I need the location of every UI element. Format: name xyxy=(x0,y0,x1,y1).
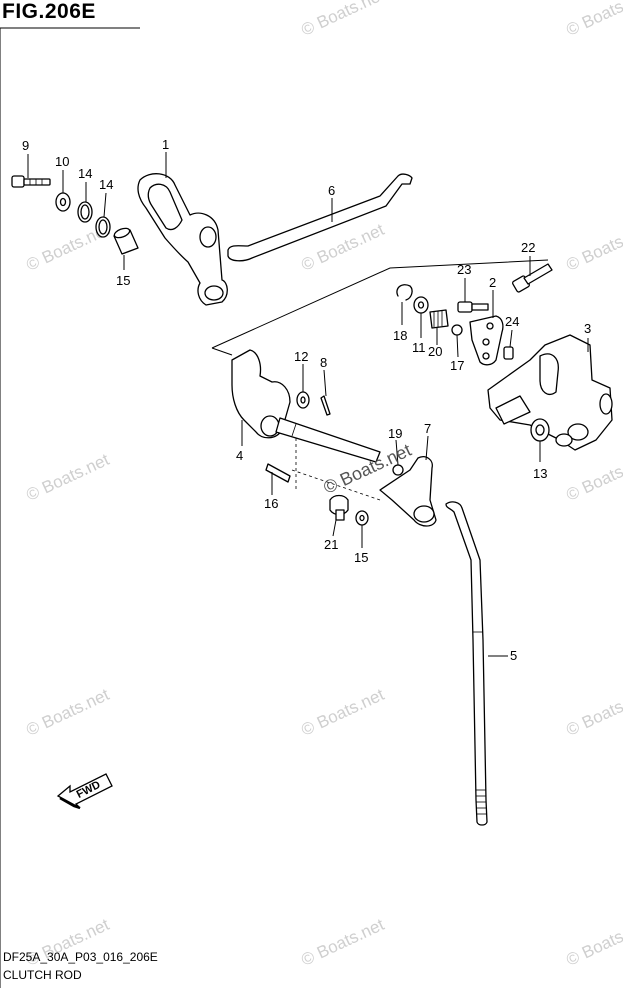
callout-1: 1 xyxy=(162,137,169,152)
callout-layer: 9 10 14 14 15 1 6 22 23 2 3 24 18 11 20 … xyxy=(22,137,591,663)
watermark-text: © Boats.net xyxy=(563,220,623,275)
callout-23: 22 xyxy=(521,240,535,255)
callout-9: 9 xyxy=(22,138,29,153)
part-5-clutch-rod xyxy=(445,501,488,826)
part-15-bushing xyxy=(113,227,139,255)
part-6-rod xyxy=(227,173,413,262)
part-3-housing xyxy=(487,334,613,451)
callout-11: 11 xyxy=(412,340,426,355)
callout-12: 12 xyxy=(294,349,308,364)
watermark-text: © Boats.net xyxy=(298,0,387,40)
part-14-oring-a xyxy=(77,201,93,223)
callout-3: 3 xyxy=(584,321,591,336)
part-14-oring-b xyxy=(95,216,111,238)
figure-code: DF25A_30A_P03_016_206E xyxy=(3,950,158,964)
callout-21: 20 xyxy=(428,344,442,359)
part-16-washer xyxy=(355,510,369,526)
part-1-clutch-lever xyxy=(137,173,228,306)
callout-22: 21 xyxy=(324,537,338,552)
figure-caption: CLUTCH ROD xyxy=(3,968,82,982)
callout-20: 19 xyxy=(388,426,402,441)
callout-10: 10 xyxy=(55,154,69,169)
part-13-washer xyxy=(530,418,550,442)
part-25-pin xyxy=(503,346,514,360)
part-21-spring xyxy=(429,309,449,329)
part-24-bolt xyxy=(457,301,489,313)
callout-14b: 14 xyxy=(99,177,113,192)
callout-7: 7 xyxy=(424,421,431,436)
watermark-text: © Boats.net xyxy=(563,450,623,505)
callout-15: 15 xyxy=(116,273,130,288)
callout-19: 18 xyxy=(393,328,407,343)
assembly-boundary-line xyxy=(211,259,549,349)
callout-5: 5 xyxy=(510,648,517,663)
fwd-arrow-icon: FWD xyxy=(56,773,113,810)
part-19-circlip xyxy=(396,284,413,301)
watermark-text: © Boats.net xyxy=(563,685,623,740)
watermark-text: © Boats.net xyxy=(23,450,112,505)
assembly-boundary-tick xyxy=(211,347,233,356)
part-4-shift-arm xyxy=(231,349,381,463)
callout-13: 13 xyxy=(533,466,547,481)
callout-4: 4 xyxy=(236,448,243,463)
callout-24: 23 xyxy=(457,262,471,277)
watermark-text: © Boats.net xyxy=(298,685,387,740)
watermark-text: © Boats.net xyxy=(563,0,623,40)
part-2-plate xyxy=(469,315,504,366)
callout-25: 24 xyxy=(505,314,519,329)
callout-8: 8 xyxy=(320,355,327,370)
part-8-cotter-pin xyxy=(320,395,331,416)
part-22-screw xyxy=(329,494,349,521)
watermark-text: © Boats.net xyxy=(298,915,387,970)
callout-17: 16 xyxy=(264,496,278,511)
part-9-bolt xyxy=(11,175,51,188)
part-12-washer xyxy=(296,391,310,409)
part-7-clamp xyxy=(379,456,437,527)
callout-6: 6 xyxy=(328,183,335,198)
callout-14a: 14 xyxy=(78,166,92,181)
callout-18: 17 xyxy=(450,358,464,373)
part-11-washer xyxy=(413,296,429,314)
part-23-bolt xyxy=(512,263,553,293)
callout-2: 2 xyxy=(489,275,496,290)
part-18-ball xyxy=(451,324,463,336)
figure-title: FIG.206E xyxy=(2,0,96,23)
watermark-text: © Boats.net xyxy=(23,685,112,740)
callout-16: 15 xyxy=(354,550,368,565)
part-10-washer xyxy=(55,192,71,212)
watermark-text: © Boats.net xyxy=(563,915,623,970)
part-17-pin xyxy=(265,463,291,483)
